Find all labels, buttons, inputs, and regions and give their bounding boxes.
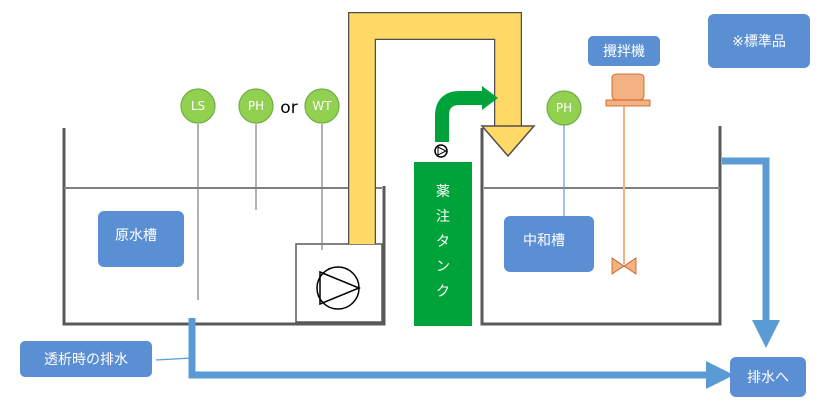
raw-tank-wall	[62, 128, 386, 326]
sensor-ph-raw-label: PH	[248, 99, 264, 113]
sensor-ls: LS	[180, 88, 216, 300]
dosing-pump-icon	[434, 144, 448, 158]
chem-tank-char-3: タ	[436, 234, 450, 250]
standard-product-label: ※標準品	[732, 34, 786, 50]
stirrer-blade-right	[623, 257, 637, 275]
pump-icon	[316, 266, 361, 310]
sensor-ph-raw: PH	[238, 88, 274, 210]
raw-tank-label: 原水槽	[115, 228, 157, 244]
dosing-pipe-arrowhead	[482, 86, 498, 110]
transfer-pipe	[349, 13, 521, 244]
chem-tank-char-4: ン	[436, 259, 450, 275]
chemical-tank	[414, 162, 472, 326]
to-drain-box	[730, 357, 806, 397]
dialysis-drain-label: 透析時の排水	[44, 352, 128, 368]
dialysis-drain-label-box	[20, 341, 152, 377]
neutral-tank-label: 中和槽	[523, 233, 565, 249]
sensor-ph-neutral-label: PH	[556, 101, 572, 115]
neutral-tank-wall	[480, 126, 722, 326]
standard-product-badge	[708, 14, 810, 68]
stirrer-blade-left	[611, 257, 625, 275]
raw-tank-label-box	[98, 211, 184, 267]
stirrer-motor-base	[605, 99, 651, 107]
neutralization-tank	[480, 126, 722, 326]
sensor-wt-label: WT	[312, 99, 332, 113]
chem-tank-char-1: 薬	[436, 184, 450, 200]
chem-tank-char-5: ク	[436, 284, 450, 300]
sensor-ph-neutral: PH	[546, 90, 582, 240]
sensor-wt: WT	[304, 88, 340, 250]
stirrer: 攪拌機	[588, 36, 660, 275]
chem-tank-char-2: 注	[436, 209, 450, 225]
to-drain-label: 排水へ	[747, 370, 789, 386]
drain-callout-line	[155, 357, 193, 361]
stirrer-label-box	[588, 36, 660, 66]
transfer-pipe-arrowhead	[480, 125, 536, 158]
neutral-tank-label-box	[504, 216, 594, 272]
sensor-ls-label: LS	[191, 99, 205, 113]
overflow-drain-pipe	[722, 157, 780, 348]
stirrer-label: 攪拌機	[603, 44, 645, 60]
stirrer-motor-icon	[611, 73, 645, 101]
chemical-tank-label: 薬 注 タ ン ク	[436, 184, 450, 300]
dialysis-drain-pipe	[188, 318, 734, 389]
or-label: or	[280, 98, 297, 118]
dosing-pipe	[435, 91, 484, 142]
